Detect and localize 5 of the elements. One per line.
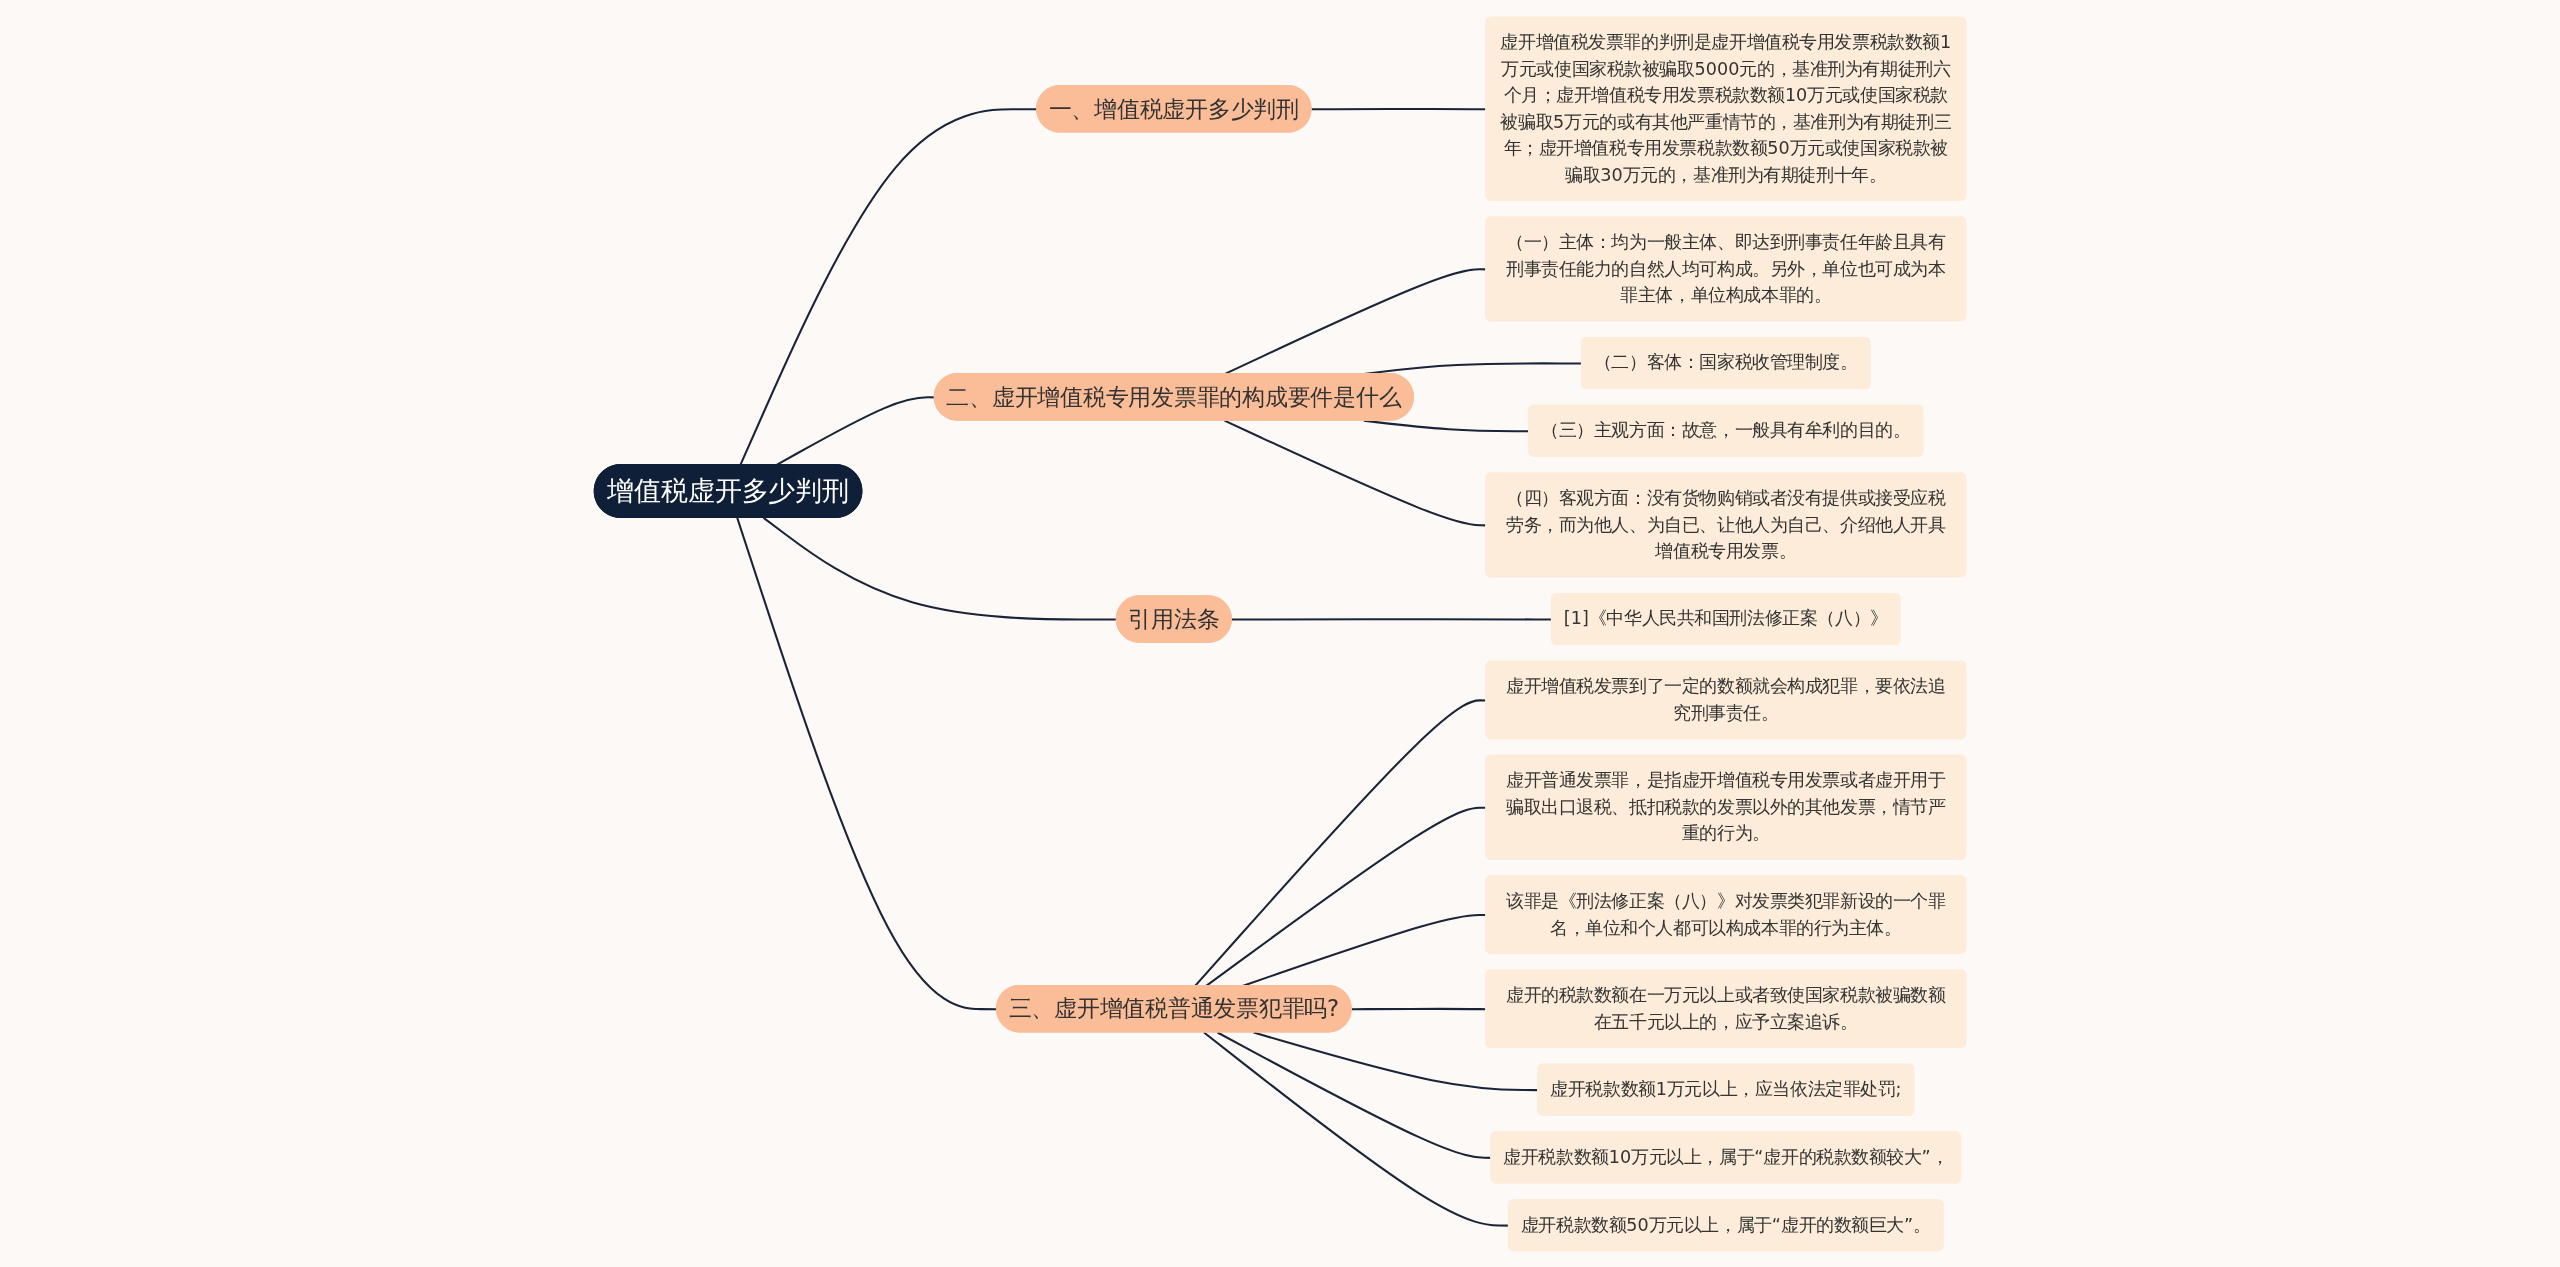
connector bbox=[1203, 1031, 1509, 1227]
connector bbox=[775, 395, 935, 466]
connector bbox=[763, 516, 1117, 621]
connector bbox=[736, 517, 997, 1010]
connector bbox=[1231, 617, 1552, 621]
